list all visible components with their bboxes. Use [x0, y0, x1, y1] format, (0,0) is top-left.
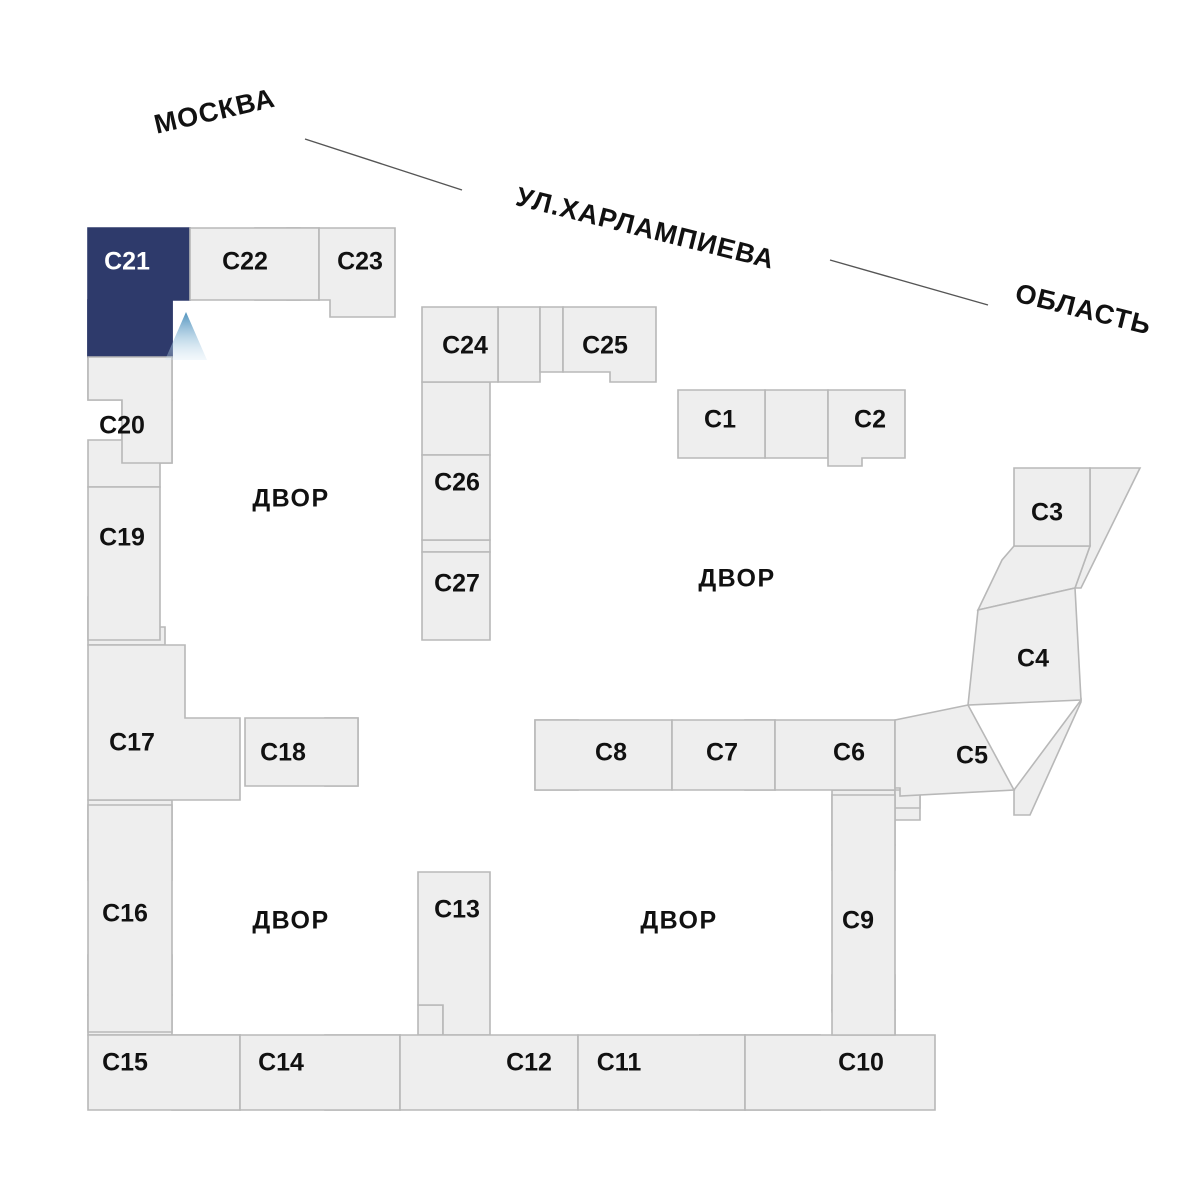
unit-label-c21: C21 [104, 248, 150, 276]
courtyard-label-yard-nw: ДВОР [252, 485, 329, 513]
unit-label-c12: C12 [506, 1049, 552, 1077]
unit-label-c2: C2 [854, 406, 886, 434]
street-labels-layer: МОСКВА УЛ.ХАРЛАМПИЕВА ОБЛАСТЬ [151, 83, 1154, 341]
courtyard-labels-layer: ДВОР ДВОР ДВОР ДВОР [252, 485, 775, 935]
unit-label-c18: C18 [260, 739, 306, 767]
unit-label-c26: C26 [434, 469, 480, 497]
unit-label-c17: C17 [109, 729, 155, 757]
unit-label-c19: C19 [99, 524, 145, 552]
unit-label-c13: C13 [434, 896, 480, 924]
unit-label-c24: C24 [442, 332, 488, 360]
unit-label-c25: C25 [582, 332, 628, 360]
building-unit-c27[interactable] [421, 551, 491, 641]
building-mass [539, 306, 564, 373]
building-unit-c23[interactable] [318, 227, 396, 318]
building-unit-c18[interactable] [244, 717, 359, 787]
building-mass [417, 1004, 444, 1036]
unit-label-c15: C15 [102, 1049, 148, 1077]
courtyard-label-yard-sw: ДВОР [252, 907, 329, 935]
unit-label-c8: C8 [595, 739, 627, 767]
building-units-layer [87, 227, 1091, 1111]
unit-label-c22: C22 [222, 248, 268, 276]
selection-marker-layer [165, 312, 207, 360]
unit-label-c11: C11 [597, 1049, 642, 1077]
building-unit-c16[interactable] [87, 804, 173, 1033]
selected-location-marker-icon [165, 312, 207, 360]
building-mass [421, 381, 491, 456]
unit-label-c20: C20 [99, 412, 145, 440]
building-unit-c5[interactable] [894, 704, 1016, 797]
unit-label-c3: C3 [1031, 499, 1063, 527]
unit-label-c6: C6 [833, 739, 865, 767]
unit-label-c10: C10 [838, 1049, 884, 1077]
building-unit-c4[interactable] [967, 587, 1082, 706]
leader-left [304, 138, 463, 191]
building-unit-c3[interactable] [1013, 467, 1091, 547]
unit-label-c5: C5 [956, 742, 988, 770]
building-unit-c2[interactable] [827, 389, 906, 467]
courtyard-label-yard-ne: ДВОР [698, 565, 775, 593]
unit-label-c14: C14 [258, 1049, 304, 1077]
building-unit-c9[interactable] [831, 794, 896, 1036]
building-unit-c6[interactable] [774, 719, 896, 791]
leader-right [829, 259, 989, 306]
leader-lines-layer [304, 138, 989, 306]
building-unit-c24[interactable] [421, 306, 499, 383]
unit-label-c1: C1 [704, 406, 736, 434]
unit-label-c27: C27 [434, 570, 480, 598]
building-unit-c17[interactable] [87, 644, 241, 801]
unit-label-c23: C23 [337, 248, 383, 276]
unit-label-c16: C16 [102, 900, 148, 928]
street-label-harlampieva: УЛ.ХАРЛАМПИЕВА [513, 182, 778, 275]
building-mass [1013, 697, 1082, 816]
building-unit-c19[interactable] [87, 486, 161, 641]
unit-label-c9: C9 [842, 907, 874, 935]
street-label-moskva: МОСКВА [151, 83, 278, 140]
building-mass [421, 539, 491, 553]
unit-label-c7: C7 [706, 739, 738, 767]
building-mass [497, 306, 541, 383]
building-mass [764, 389, 829, 459]
building-unit-c26[interactable] [421, 454, 491, 541]
building-unit-c1[interactable] [677, 389, 766, 459]
unit-label-c4: C4 [1017, 645, 1049, 673]
courtyard-label-yard-se: ДВОР [640, 907, 717, 935]
building-unit-c25[interactable] [562, 306, 657, 383]
street-label-oblast: ОБЛАСТЬ [1012, 278, 1154, 341]
